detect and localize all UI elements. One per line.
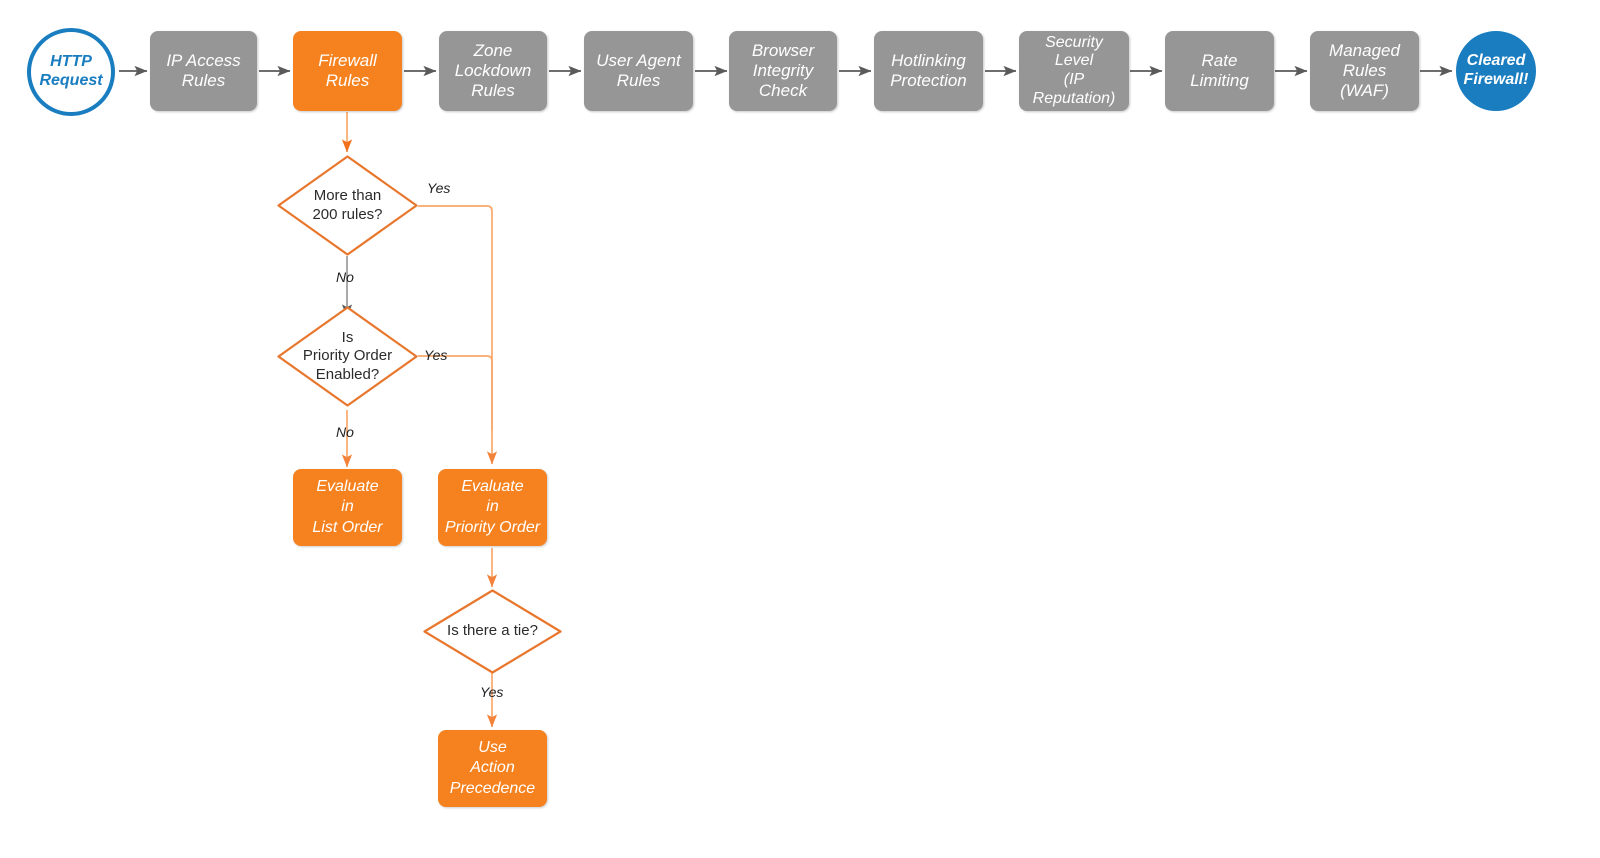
node-firewall-rules-label: Firewall Rules — [318, 51, 377, 90]
node-rate-limiting-label: Rate Limiting — [1190, 51, 1249, 90]
diamond-shape — [423, 589, 562, 674]
node-http-request-label: HTTP Request — [39, 53, 103, 89]
edge-label-priority-order-yes: Yes — [424, 347, 448, 363]
action-use-action-precedence-label: Use Action Precedence — [449, 738, 536, 797]
decision-is-there-a-tie-label: Is there a tie? — [447, 622, 538, 640]
diamond-shape — [277, 306, 418, 407]
node-managed-rules-waf[interactable]: Managed Rules (WAF) — [1310, 31, 1419, 111]
node-hotlinking-protection-label: Hotlinking Protection — [890, 51, 967, 90]
node-ip-access-rules-label: IP Access Rules — [166, 51, 241, 90]
node-security-level-label: Security Level (IP Reputation) — [1032, 33, 1116, 107]
edge-label-tie-yes: Yes — [480, 684, 504, 700]
decision-is-priority-order-enabled[interactable]: Is Priority Order Enabled? — [277, 306, 418, 407]
edge-priority-order-yes — [418, 355, 493, 430]
node-zone-lockdown-rules[interactable]: Zone Lockdown Rules — [439, 31, 547, 111]
diamond-shape — [277, 155, 418, 256]
edge-label-more-than-200-no: No — [336, 269, 354, 285]
node-browser-integrity-check-label: Browser Integrity Check — [751, 41, 815, 100]
action-evaluate-in-priority-order[interactable]: Evaluate in Priority Order — [438, 469, 547, 546]
node-security-level[interactable]: Security Level (IP Reputation) — [1019, 31, 1129, 111]
action-evaluate-in-priority-order-label: Evaluate in Priority Order — [444, 477, 541, 536]
decision-is-priority-order-enabled-label: Is Priority Order Enabled? — [302, 329, 393, 383]
node-hotlinking-protection[interactable]: Hotlinking Protection — [874, 31, 983, 111]
node-cleared-firewall[interactable]: Cleared Firewall! — [1456, 31, 1536, 111]
decision-is-there-a-tie[interactable]: Is there a tie? — [423, 589, 562, 674]
action-evaluate-in-list-order[interactable]: Evaluate in List Order — [293, 469, 402, 546]
node-zone-lockdown-rules-label: Zone Lockdown Rules — [454, 41, 532, 100]
node-browser-integrity-check[interactable]: Browser Integrity Check — [729, 31, 837, 111]
node-http-request[interactable]: HTTP Request — [27, 28, 115, 116]
node-user-agent-rules[interactable]: User Agent Rules — [584, 31, 693, 111]
node-user-agent-rules-label: User Agent Rules — [596, 51, 681, 90]
node-cleared-firewall-label: Cleared Firewall! — [1463, 52, 1529, 88]
node-rate-limiting[interactable]: Rate Limiting — [1165, 31, 1274, 111]
edge-more-than-200-yes — [418, 205, 498, 465]
action-evaluate-in-list-order-label: Evaluate in List Order — [312, 477, 383, 536]
node-ip-access-rules[interactable]: IP Access Rules — [150, 31, 257, 111]
node-firewall-rules[interactable]: Firewall Rules — [293, 31, 402, 111]
decision-more-than-200-rules[interactable]: More than 200 rules? — [277, 155, 418, 256]
decision-more-than-200-rules-label: More than 200 rules? — [312, 187, 383, 223]
node-managed-rules-waf-label: Managed Rules (WAF) — [1329, 41, 1400, 100]
action-use-action-precedence[interactable]: Use Action Precedence — [438, 730, 547, 807]
edge-label-more-than-200-yes: Yes — [427, 180, 451, 196]
edge-label-priority-order-no: No — [336, 424, 354, 440]
